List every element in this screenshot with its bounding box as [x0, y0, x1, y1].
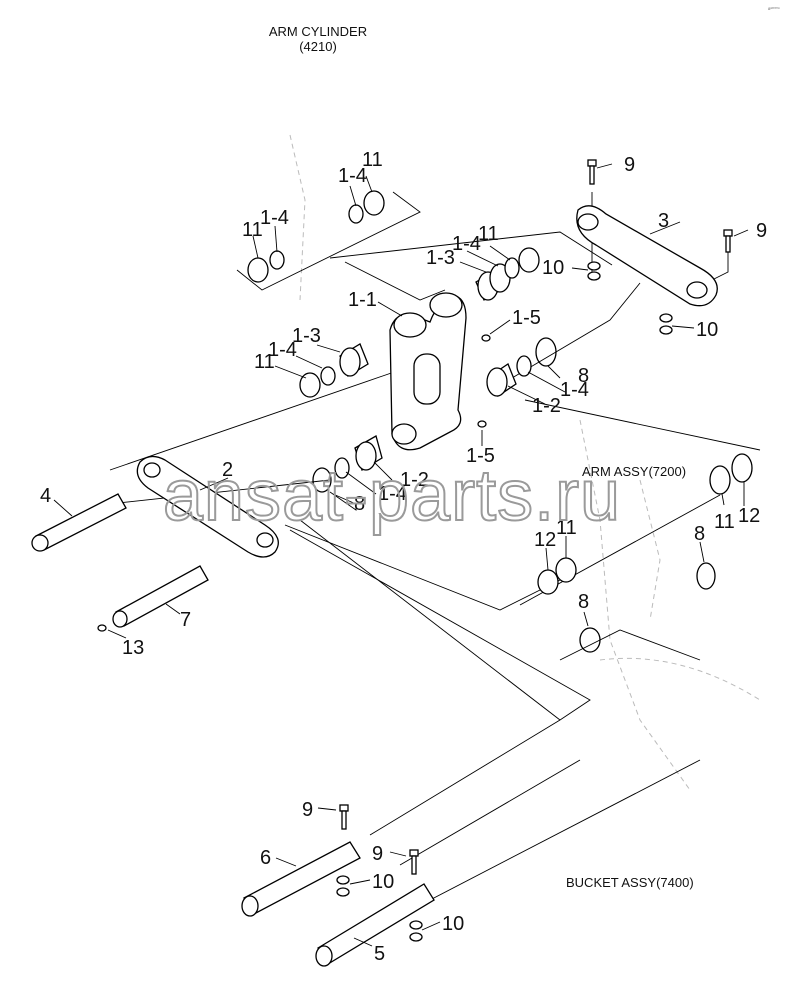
washers-11-1-4-upper — [247, 190, 385, 283]
callout-label: 1-5 — [466, 445, 495, 467]
callout-label: 11 — [556, 517, 577, 539]
callout-label: 8 — [354, 493, 365, 515]
nuts-10-bottom — [336, 875, 423, 942]
bushing-1-3-right — [475, 247, 540, 301]
callout-label: 3 — [658, 210, 669, 232]
callout-label: 8 — [578, 591, 589, 613]
callout-label: 9 — [302, 799, 313, 821]
washers-11-12-lower — [537, 557, 601, 653]
callout-label: 1-1 — [348, 289, 377, 311]
link-3-hole-a — [577, 213, 599, 231]
bushing-1-3-left — [299, 343, 369, 398]
washers-11-12-right — [696, 453, 753, 590]
screw-1-5-lower — [477, 420, 487, 428]
bushing-1-2-right — [486, 337, 557, 397]
callout-label: 1-4 — [268, 339, 297, 361]
pin-6 — [241, 841, 361, 917]
caption-arm-assy: ARM ASSY(7200) — [582, 464, 686, 479]
watermark: ansat-parts.ru — [163, 456, 621, 536]
nuts-10-top — [587, 261, 601, 281]
callout-label: 10 — [542, 257, 564, 279]
callout-label: 9 — [756, 220, 767, 242]
screw-13 — [97, 624, 107, 632]
callout-label: 9 — [624, 154, 635, 176]
pin-4 — [31, 493, 127, 552]
callout-label: 12 — [534, 529, 556, 551]
callout-label: 1-4 — [560, 379, 589, 401]
callout-label: 8 — [578, 365, 589, 387]
pin-5 — [315, 883, 435, 967]
callout-label: 9 — [372, 843, 383, 865]
bolt-9-right — [723, 229, 733, 253]
callout-label: 10 — [442, 913, 464, 935]
callout-label: 11 — [362, 149, 383, 171]
callout-label: 7 — [180, 609, 191, 631]
callout-label: 1-5 — [512, 307, 541, 329]
reference-outlines — [289, 134, 761, 791]
link-3 — [576, 205, 718, 307]
caption-arm-cylinder: ARM CYLINDER — [269, 24, 367, 39]
link-2 — [136, 455, 279, 558]
caption-bucket-assy: BUCKET ASSY(7400) — [566, 875, 694, 890]
callout-label: 2 — [222, 459, 233, 481]
callout-label: 12 — [738, 505, 760, 527]
bolt-9-top — [587, 159, 597, 185]
callout-label: 13 — [122, 637, 144, 659]
callout-label: 1-4 — [260, 207, 289, 229]
bolt-9-bottom-right — [409, 849, 419, 875]
callout-label: 1-3 — [292, 325, 321, 347]
callout-label: 6 — [260, 847, 271, 869]
link-3-hole-b — [686, 281, 708, 299]
main-body-1-1 — [389, 292, 467, 451]
screw-1-5-upper — [481, 334, 491, 342]
callout-label: 11 — [242, 219, 263, 241]
parts — [31, 159, 753, 967]
corner-code: 8ᵖᴾ²⁰⁰⁸ — [768, 6, 780, 11]
link-2-hole-a — [143, 462, 161, 478]
bushing-1-2-left — [312, 435, 383, 493]
caption-arm-cylinder-code: (4210) — [299, 39, 337, 54]
callout-label: 1-4 — [378, 483, 407, 505]
nuts-10-right — [659, 313, 673, 335]
callout-label: 11 — [478, 223, 499, 245]
callout-label: 8 — [694, 523, 705, 545]
bolt-9-bottom-left — [339, 804, 349, 830]
leader-lines — [53, 163, 749, 947]
guide-lines — [99, 191, 761, 901]
callout-label: 5 — [374, 943, 385, 965]
link-2-hole-b — [256, 532, 274, 548]
callout-label: 1-3 — [426, 247, 455, 269]
callout-label: 1-2 — [400, 469, 429, 491]
callout-label: 1-4 — [452, 233, 481, 255]
callout-label: 1-2 — [532, 395, 561, 417]
callout-label: 10 — [696, 319, 718, 341]
callout-labels: 9 3 9 10 10 11 1-4 11 1-4 11 1-4 1-3 1-1… — [40, 149, 767, 965]
callout-label: 1-4 — [338, 165, 367, 187]
callout-label: 4 — [40, 485, 51, 507]
callout-label: 11 — [714, 511, 735, 533]
callout-label: 11 — [254, 351, 275, 373]
callout-label: 10 — [372, 871, 394, 893]
pin-7 — [112, 565, 209, 628]
